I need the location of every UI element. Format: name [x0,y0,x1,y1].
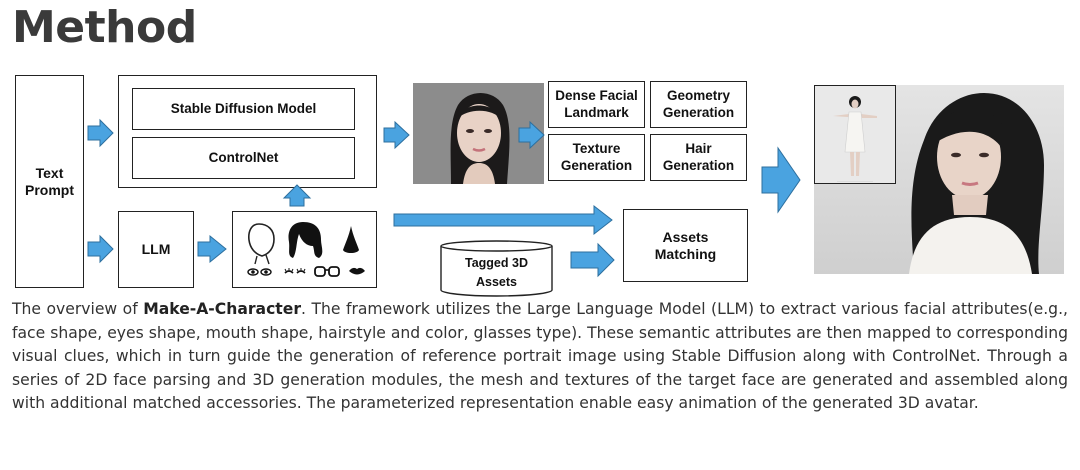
hair-generation-box: Hair Generation [650,134,747,181]
texture-generation-label: Texture Generation [560,141,633,173]
geometry-generation-label: Geometry Generation [662,88,735,120]
texture-generation-box: Texture Generation [548,134,645,181]
controlnet-label: ControlNet [208,149,279,165]
tagged-assets-label: Tagged 3D Assets [465,256,528,289]
glasses-icon [314,266,340,277]
arrow-to-final-avatar [761,146,801,214]
arrow-prompt-to-sd [87,118,114,148]
reference-portrait-image [413,83,544,184]
tagged-assets-database: Tagged 3D Assets [440,240,553,298]
hair-generation-label: Hair Generation [662,141,735,173]
figure-caption: The overview of Make-A-Character. The fr… [12,298,1068,416]
geometry-generation-box: Geometry Generation [650,81,747,128]
assets-matching-box: Assets Matching [623,209,748,282]
eyelashes-icon [284,268,306,274]
arrow-database-to-assets-matching [570,242,615,278]
stable-diffusion-label: Stable Diffusion Model [170,100,317,116]
llm-label: LLM [141,241,171,258]
dense-facial-landmark-box: Dense Facial Landmark [548,81,645,128]
facial-attribute-icons [247,222,365,277]
arrow-clues-to-assets-matching [393,204,613,236]
dense-facial-landmark-label: Dense Facial Landmark [555,88,638,120]
stable-diffusion-box: Stable Diffusion Model [132,88,355,130]
eyes-icon [247,268,272,276]
nose-icon [343,226,359,253]
hairstyle-icon [288,222,323,258]
caption-highlight: Make-A-Character [143,300,302,318]
face-shape-icon [248,223,275,265]
controlnet-box: ControlNet [132,137,355,179]
assets-matching-label: Assets Matching [654,228,717,262]
llm-box: LLM [118,211,194,288]
arrow-prompt-to-llm [87,234,114,264]
full-body-avatar-thumbnail [814,85,896,184]
lips-icon [349,267,365,275]
arrow-clues-to-controlnet [282,184,312,207]
text-prompt-label: Text Prompt [25,164,74,198]
text-prompt-box: Text Prompt [15,75,84,288]
page-title: Method [12,2,197,53]
arrow-llm-to-clues [197,234,227,264]
caption-prefix: The overview of [12,300,144,318]
caption-body: . The framework utilizes the Large Langu… [12,300,1068,413]
generated-3d-avatar-image [814,85,1064,274]
arrow-sd-to-portrait [383,120,410,150]
visual-clues-box [232,211,377,288]
